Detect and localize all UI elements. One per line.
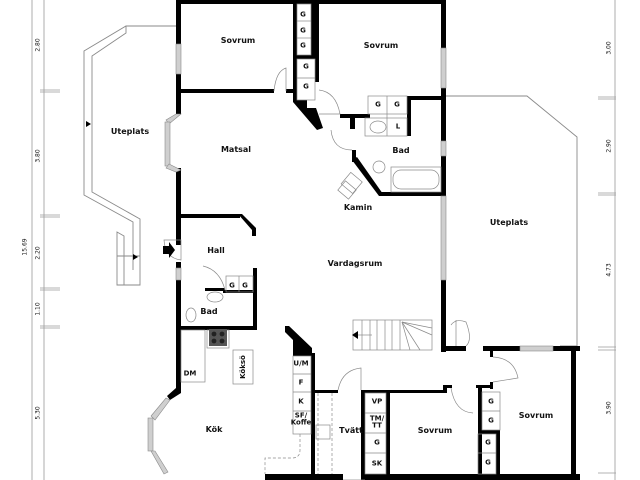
cabinet-boxes bbox=[180, 3, 501, 475]
windows bbox=[147, 43, 554, 475]
stove bbox=[209, 329, 227, 346]
room-label-uteplats-west: Uteplats bbox=[110, 127, 150, 136]
closet-label: G bbox=[488, 416, 494, 425]
room-label-sovrum-2: Sovrum bbox=[363, 41, 399, 50]
water-heater-label: VP bbox=[371, 397, 383, 406]
closet-label: G bbox=[300, 10, 306, 19]
room-label-hall: Hall bbox=[207, 246, 225, 255]
drying-cabinet-label: SK bbox=[371, 459, 383, 468]
closet-label: G bbox=[488, 397, 494, 406]
room-label-kamin: Kamin bbox=[343, 203, 373, 212]
room-label-bad-lower: Bad bbox=[200, 307, 218, 316]
linen-closet-label: L bbox=[395, 122, 401, 131]
room-label-vardagsrum: Vardagsrum bbox=[327, 259, 383, 268]
dimension-lines-right bbox=[598, 0, 616, 480]
dimension-total-left: 15.69 bbox=[21, 238, 29, 256]
coffee-label: SF/ Koffe bbox=[290, 411, 312, 427]
room-label-sovrum-1: Sovrum bbox=[220, 36, 256, 45]
fridge-label: K bbox=[298, 397, 304, 406]
closet-label: G bbox=[394, 100, 400, 109]
washer-dryer-label: TM/ TT bbox=[369, 414, 385, 430]
room-label-kok: Kök bbox=[205, 425, 223, 434]
west-terrace-outline bbox=[83, 25, 178, 286]
room-label-tvatt: Tvätt bbox=[339, 426, 363, 435]
room-label-sovrum-3: Sovrum bbox=[417, 426, 453, 435]
closet-label: G bbox=[375, 100, 381, 109]
dimension-left: 1.10 bbox=[34, 302, 42, 316]
closet-label: G bbox=[303, 62, 309, 71]
kitchen-island-label: Köksö bbox=[239, 355, 247, 379]
dishwasher-label: DM bbox=[183, 369, 197, 378]
closet-label: G bbox=[242, 281, 248, 290]
closet-label: G bbox=[303, 82, 309, 91]
microwave-oven-label: U/M bbox=[293, 359, 309, 368]
entrance-arrow-icon bbox=[163, 242, 175, 258]
dimension-left: 5.30 bbox=[34, 406, 42, 420]
walls bbox=[167, 0, 580, 480]
dimension-left: 2.80 bbox=[34, 38, 42, 52]
dimension-right: 3.00 bbox=[605, 41, 613, 55]
dimension-left: 3.80 bbox=[34, 149, 42, 163]
room-label-matsal: Matsal bbox=[220, 145, 252, 154]
fireplace bbox=[337, 171, 363, 200]
closet-label: G bbox=[229, 281, 235, 290]
room-label-uteplats-east: Uteplats bbox=[489, 218, 529, 227]
room-label-bad-upper: Bad bbox=[392, 146, 410, 155]
closet-label: G bbox=[300, 26, 306, 35]
door-swings bbox=[163, 67, 519, 480]
stair-arrow bbox=[352, 331, 358, 339]
closet-label: G bbox=[485, 458, 491, 467]
freezer-label: F bbox=[298, 378, 304, 387]
dimension-lines-left bbox=[31, 0, 60, 480]
room-label-sovrum-4: Sovrum bbox=[518, 411, 554, 420]
dimension-left: 2.20 bbox=[34, 246, 42, 260]
closet-label: G bbox=[300, 41, 306, 50]
dimension-right: 4.73 bbox=[605, 263, 613, 277]
closet-label: G bbox=[485, 438, 491, 447]
dimension-right: 2.90 bbox=[605, 139, 613, 153]
closet-label: G bbox=[374, 438, 380, 447]
dimension-right: 3.90 bbox=[605, 401, 613, 415]
